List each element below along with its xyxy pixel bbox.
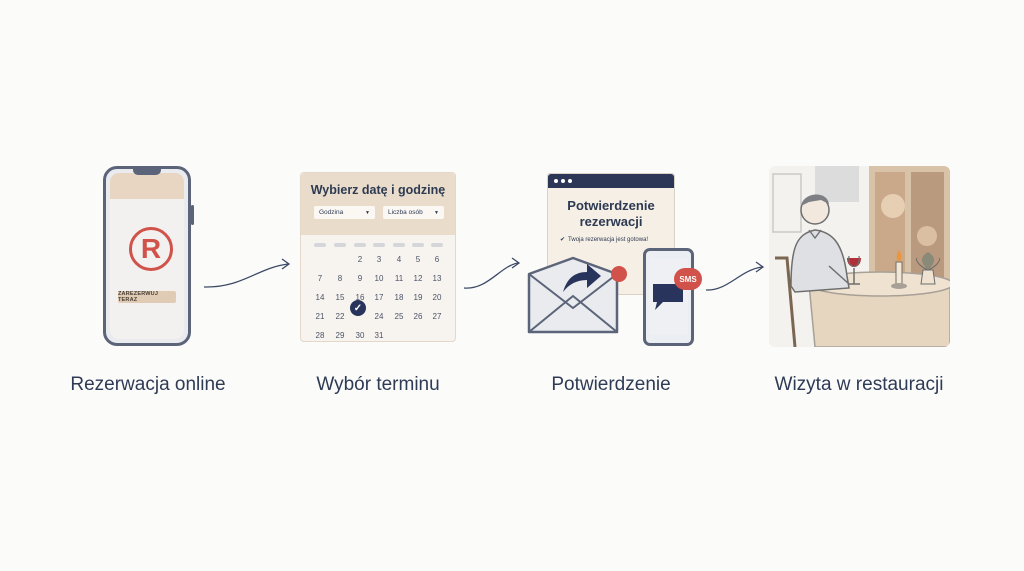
calendar-day[interactable]: 27	[432, 312, 442, 321]
calendar-day[interactable]: 14	[315, 293, 325, 302]
calendar-day[interactable]: 5	[415, 255, 421, 264]
calendar-day[interactable]: 26	[413, 312, 423, 321]
calendar-day[interactable]: 12	[413, 274, 423, 283]
calendar-day[interactable]: 30	[355, 331, 365, 340]
weekday-placeholder	[314, 243, 326, 247]
weekday-placeholder	[431, 243, 443, 247]
restaurant-illustration	[772, 166, 950, 347]
confirmation-title: Potwierdzenie rezerwacji	[548, 198, 674, 230]
chevron-down-icon: ▼	[434, 209, 439, 216]
calendar-day[interactable]: 16	[355, 293, 365, 302]
calendar-day[interactable]: 25	[394, 312, 404, 321]
chat-bubble-icon	[653, 284, 683, 310]
calendar-day[interactable]: 29	[335, 331, 345, 340]
calendar-day[interactable]: 15	[335, 293, 345, 302]
registered-logo-icon: R	[129, 227, 173, 271]
time-select[interactable]: Godzina ▼	[314, 206, 375, 219]
step-label-online-booking: Rezerwacja online	[70, 374, 226, 395]
confirmation-title-line2: rezerwacji	[579, 214, 643, 229]
time-select-label: Godzina	[319, 209, 344, 216]
calendar-title: Wybierz datę i godzinę	[310, 183, 446, 197]
calendar-day[interactable]: 24	[374, 312, 384, 321]
phone-illustration: R ZAREZERWUJ TERAZ	[103, 166, 194, 346]
arrow-icon	[705, 261, 765, 291]
restaurant-scene	[769, 166, 950, 347]
logo-letter: R	[140, 233, 162, 264]
calendar-day[interactable]: 10	[374, 274, 384, 283]
guests-select[interactable]: Liczba osób ▼	[383, 206, 444, 219]
window-titlebar	[548, 174, 674, 188]
step-label-date-selection: Wybór terminu	[316, 374, 440, 395]
envelope-icon	[527, 256, 619, 334]
calendar-day[interactable]: 13	[432, 274, 442, 283]
phone-screen-header	[110, 173, 184, 199]
phone-notch	[133, 169, 161, 175]
guests-select-label: Liczba osób	[388, 209, 423, 216]
calendar-day[interactable]: 4	[396, 255, 402, 264]
step-label-confirmation: Potwierdzenie	[551, 374, 671, 395]
weekday-placeholder	[334, 243, 346, 247]
calendar-day[interactable]: 6	[434, 255, 440, 264]
checkmark-icon: ✔	[560, 237, 566, 243]
calendar-day[interactable]: 3	[376, 255, 382, 264]
window-dot-icon	[568, 179, 572, 183]
chevron-down-icon: ▼	[365, 209, 370, 216]
calendar-day[interactable]: 2	[357, 255, 363, 264]
calendar-day[interactable]: 9	[357, 274, 363, 283]
confirmation-title-line1: Potwierdzenie	[567, 198, 655, 213]
weekday-placeholder	[412, 243, 424, 247]
phone-screen: R ZAREZERWUJ TERAZ	[110, 199, 184, 339]
arrow-icon	[203, 258, 291, 288]
calendar-day[interactable]: 8	[337, 274, 343, 283]
notification-dot-icon	[611, 266, 627, 282]
sms-badge: SMS	[674, 268, 702, 290]
calendar-day[interactable]: 28	[315, 331, 325, 340]
confirmation-note: ✔ Twoja rezerwacja jest gotowa!	[560, 236, 649, 244]
calendar-day[interactable]: 7	[317, 274, 323, 283]
step-label-restaurant-visit: Wizyta w restauracji	[774, 374, 944, 395]
window-dot-icon	[554, 179, 558, 183]
calendar-day[interactable]: 17	[374, 293, 384, 302]
calendar-day[interactable]: 20	[432, 293, 442, 302]
confirmation-note-text: Twoja rezerwacja jest gotowa!	[568, 236, 649, 243]
weekday-placeholder	[373, 243, 385, 247]
book-now-button[interactable]: ZAREZERWUJ TERAZ	[118, 291, 176, 303]
weekday-placeholder	[393, 243, 405, 247]
calendar-day[interactable]: 22	[335, 312, 345, 321]
calendar-header	[301, 173, 455, 235]
calendar-day[interactable]: 31	[374, 331, 384, 340]
calendar-widget: Wybierz datę i godzinę Godzina ▼ Liczba …	[300, 172, 456, 342]
calendar-day[interactable]: 19	[413, 293, 423, 302]
arrow-icon	[463, 257, 521, 289]
window-dot-icon	[561, 179, 565, 183]
weekday-placeholder	[354, 243, 366, 247]
calendar-day[interactable]: 18	[394, 293, 404, 302]
selected-date-check-icon[interactable]: ✓	[350, 300, 366, 316]
calendar-day[interactable]: 11	[394, 274, 404, 283]
calendar-day[interactable]: 21	[315, 312, 325, 321]
phone-side-button	[191, 205, 194, 225]
